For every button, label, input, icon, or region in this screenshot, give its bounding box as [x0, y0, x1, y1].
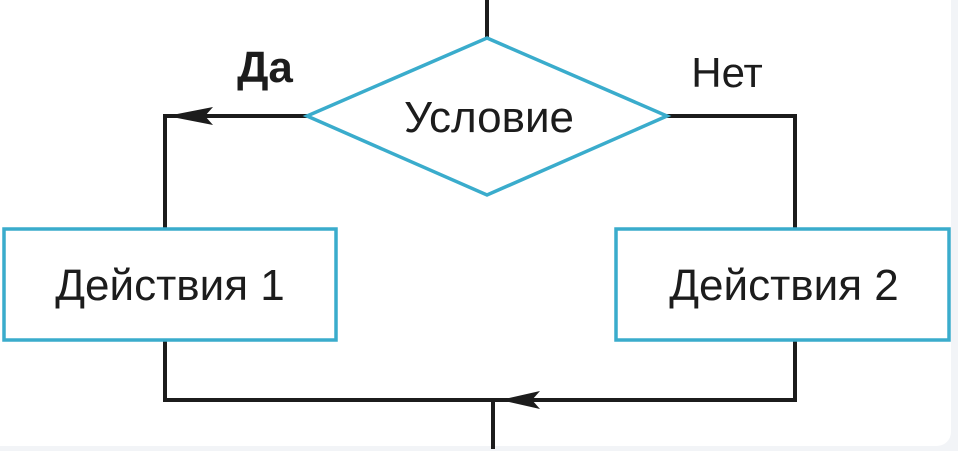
no-label: Нет	[691, 49, 763, 96]
condition-diamond	[302, 36, 672, 197]
condition-label: Условие	[404, 93, 574, 142]
yes-connector	[163, 114, 309, 230]
action2-label: Действия 2	[669, 261, 898, 310]
no-connector	[665, 114, 797, 230]
yes-label: Да	[237, 43, 293, 92]
merge-arrowhead-icon	[500, 391, 540, 409]
action1-label: Действия 1	[55, 261, 284, 310]
action2-box	[614, 227, 951, 342]
action1-box	[2, 227, 338, 342]
merge-connector	[163, 338, 797, 402]
yes-arrowhead-icon	[167, 107, 213, 125]
